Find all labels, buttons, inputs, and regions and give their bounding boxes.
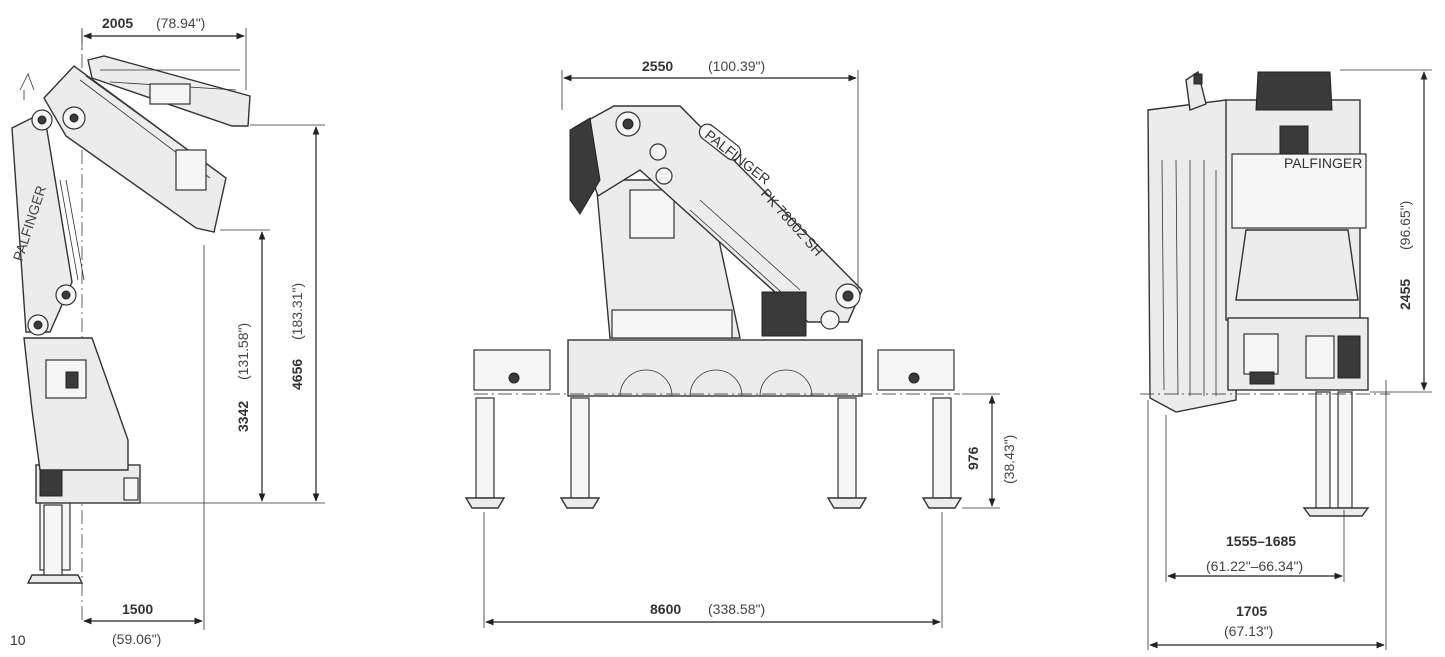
front-width-in: (100.39") xyxy=(708,58,765,74)
rear-support-dimension: 1555–1685 (61.22"–66.34") xyxy=(1165,415,1345,582)
rear-width-mm: 1705 xyxy=(1236,603,1267,619)
rear-height-mm: 2455 xyxy=(1397,279,1413,310)
front-outrigger-height-mm: 976 xyxy=(965,446,981,470)
page-number: 10 xyxy=(10,632,26,648)
rear-width-dimension: 1705 (67.13") xyxy=(1147,380,1387,650)
side-offset-mm: 1500 xyxy=(122,601,153,617)
side-reach-dimension: 2005 (78.94") xyxy=(81,15,247,90)
side-base-offset-dimension: 1500 (59.06") xyxy=(83,245,205,647)
side-height-dimensions: 3342 (131.58") 4656 (183.31") xyxy=(140,124,325,504)
front-width-mm: 2550 xyxy=(642,58,673,74)
rear-support-in: (61.22"–66.34") xyxy=(1206,558,1303,574)
front-outrigger-legs xyxy=(464,397,963,509)
rear-support-mm: 1555–1685 xyxy=(1226,533,1296,549)
rear-height-in: (96.65") xyxy=(1397,201,1413,250)
front-spread-dimension: 8600 (338.58") xyxy=(483,512,943,628)
front-outrigger-height-dimension: 976 (38.43") xyxy=(962,393,1017,509)
side-total-height-mm: 4656 xyxy=(289,359,305,390)
side-total-height-in: (183.31") xyxy=(289,283,305,340)
front-width-dimension: 2550 (100.39") xyxy=(561,58,859,290)
side-reach-in: (78.94") xyxy=(156,15,205,31)
front-spread-in: (338.58") xyxy=(708,601,765,617)
rear-width-in: (67.13") xyxy=(1224,623,1273,639)
side-hook-height-in: (131.58") xyxy=(235,323,251,380)
side-offset-in: (59.06") xyxy=(112,631,161,647)
side-reach-mm: 2005 xyxy=(102,15,133,31)
rear-height-dimension: 2455 (96.65") xyxy=(1340,69,1432,393)
rear-view-drawing: PALFINGER xyxy=(1140,70,1390,517)
side-hook-height-mm: 3342 xyxy=(235,401,251,432)
front-view-drawing: PALFINGER PK 78002 SH xyxy=(464,105,963,509)
front-outrigger-height-in: (38.43") xyxy=(1001,435,1017,484)
front-spread-mm: 8600 xyxy=(650,601,681,617)
rear-brand-label: PALFINGER xyxy=(1284,155,1362,171)
side-view-drawing: PALFINGER xyxy=(10,30,251,620)
